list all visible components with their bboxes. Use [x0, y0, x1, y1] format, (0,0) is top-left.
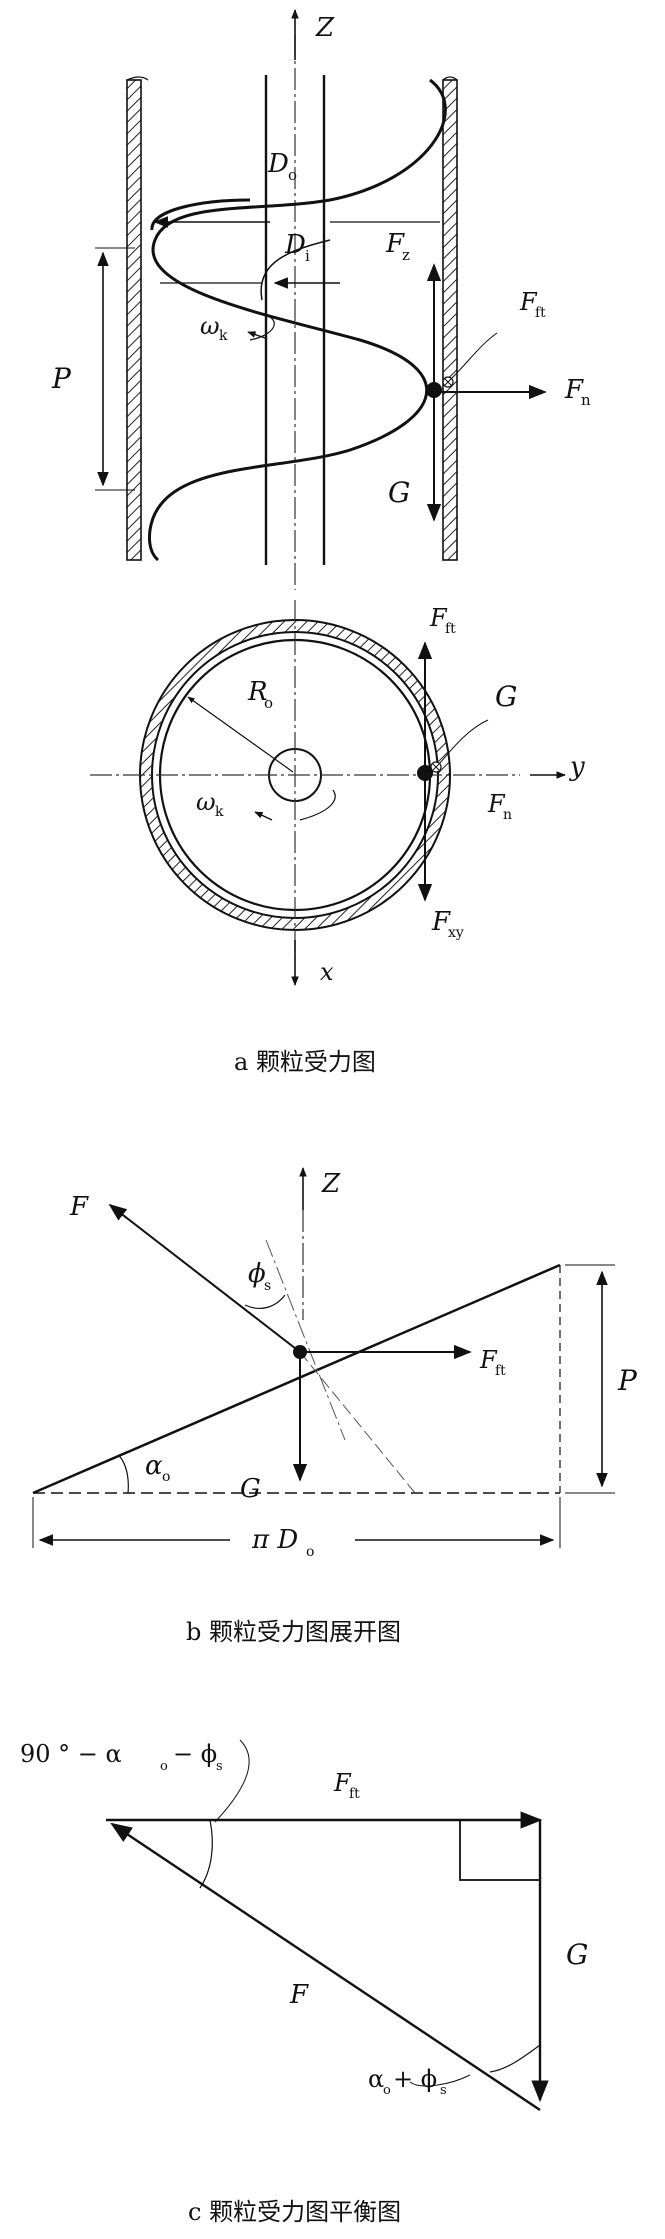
screw-helix-front [148, 78, 447, 562]
panel-b-unfolded: Z F ϕ s F ft G α o P [32, 1167, 638, 1560]
helix-unrolled-line [32, 1263, 561, 1495]
fn2-label: F [487, 790, 506, 818]
omega-k2-label: ω [196, 788, 216, 816]
do-label-sub: o [288, 166, 297, 184]
fft-b-label: F [479, 1346, 498, 1374]
z-axis-b-label: Z [321, 1169, 341, 1199]
g2-label: G [495, 680, 517, 713]
omega-k-label: ω [200, 312, 220, 340]
p-label: P [51, 362, 72, 395]
f-c-label: F [289, 1980, 309, 2010]
omega-k2-label-sub: k [215, 804, 224, 820]
angle-bottom-label-sub2: s [440, 2083, 447, 2098]
fz-label-sub: z [402, 246, 410, 264]
f-c-arrow [110, 1822, 541, 2111]
g-c-label: G [566, 1938, 588, 1971]
alpha-o-label-sub: o [162, 1469, 170, 1485]
alpha-o-label: α [145, 1451, 163, 1481]
g-b-label: G [240, 1474, 261, 1504]
phi-s-label-sub: s [264, 1278, 271, 1294]
angle-bottom-label-a: α [368, 2065, 384, 2093]
di-label-sub: i [305, 247, 310, 265]
fft-b-label-sub: ft [495, 1363, 506, 1379]
do-label: D [267, 149, 289, 179]
angle-top-label-a: 90 ° − α [20, 1740, 122, 1768]
angle-bottom-label-sub1: o [383, 2083, 391, 2098]
fft-label-sub: ft [535, 305, 546, 321]
fft-c-label: F [333, 1769, 352, 1797]
fn-label: F [564, 375, 584, 405]
angle-top-label-sub1: o [160, 1759, 168, 1774]
fft-c-label-sub: ft [349, 1786, 360, 1802]
pi-do-label-sub: o [306, 1544, 314, 1560]
angle-bottom-label-b: + ϕ [393, 2065, 437, 2093]
ro-label: R [247, 677, 268, 707]
fn2-label-sub: n [503, 807, 512, 823]
right-tube-wall [442, 79, 458, 561]
y-axis-label: y [569, 752, 585, 782]
omega-k-label-sub: k [219, 328, 228, 344]
right-angle-marker [459, 1819, 541, 1881]
fft2-label-sub: ft [445, 621, 456, 637]
angle-top-label-sub2: s [216, 1759, 223, 1774]
p-b-label: P [617, 1364, 638, 1397]
fn-label-sub: n [581, 391, 591, 409]
panel-a-top-view: x y R o ω k G F ft F xy F n [90, 600, 585, 986]
phi-s-label: ϕ [248, 1259, 266, 1289]
fxy-label: F [431, 907, 451, 937]
left-tube-wall [126, 79, 142, 561]
g-label: G [388, 476, 410, 509]
fft-label: F [519, 288, 538, 316]
pi-do-label: π D [251, 1525, 298, 1555]
panel-c-force-triangle: 90 ° − α o − ϕ s F ft G F α o + ϕ s [20, 1739, 588, 2111]
panel-a-side-view: Z D o D i F z P ω [51, 9, 591, 590]
ro-label-sub: o [264, 694, 273, 712]
fft2-label: F [429, 604, 448, 632]
caption-a: a 颗粒受力图 [234, 1048, 376, 1076]
fxy-label-sub: xy [448, 925, 464, 941]
ro-radius-arrow [187, 696, 294, 773]
x-axis-label: x [320, 958, 334, 986]
f-b-label: F [69, 1192, 89, 1222]
di-label: D [284, 230, 306, 260]
f-arrow-b [108, 1203, 301, 1353]
angle-top-label-b: − ϕ [173, 1740, 217, 1768]
fz-label: F [385, 229, 405, 259]
z-axis-label: Z [315, 13, 335, 43]
caption-c: c 颗粒受力图平衡图 [188, 2198, 401, 2226]
caption-b: b 颗粒受力图展开图 [186, 1618, 401, 1646]
